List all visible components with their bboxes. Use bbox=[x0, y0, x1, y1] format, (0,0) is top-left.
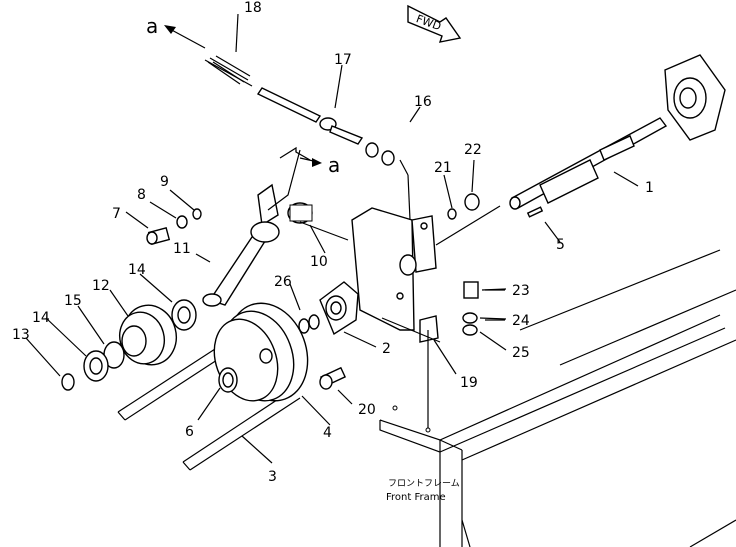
fwd-arrow: FWD bbox=[407, 4, 462, 43]
label-part-7: 7 bbox=[112, 206, 121, 222]
dash-markers bbox=[485, 289, 505, 321]
bearing-6 bbox=[218, 367, 238, 393]
arrow-a-top: a bbox=[146, 14, 206, 49]
nuts-16 bbox=[365, 142, 395, 166]
frame-caption: フロントフレーム Front Frame bbox=[386, 405, 460, 503]
washer-25 bbox=[462, 324, 478, 336]
pulley bbox=[213, 302, 309, 402]
nut-22 bbox=[464, 193, 480, 211]
frame-caption-jp: フロントフレーム bbox=[388, 478, 460, 489]
idler-pulley bbox=[119, 304, 177, 366]
bracket-19 bbox=[351, 207, 439, 343]
label-part-1: 1 bbox=[645, 180, 654, 196]
arrow-a-mid: a bbox=[267, 146, 340, 211]
rod-17 bbox=[256, 87, 364, 145]
bolt-7 bbox=[146, 227, 171, 245]
bearing-14-right bbox=[171, 299, 197, 331]
label-part-12: 12 bbox=[92, 278, 110, 294]
label-part-18: 18 bbox=[244, 0, 262, 16]
label-part-16: 16 bbox=[414, 94, 432, 110]
label-part-10: 10 bbox=[310, 254, 328, 270]
washer-8 bbox=[176, 215, 188, 229]
label-part-8: 8 bbox=[137, 187, 146, 203]
spring-18 bbox=[204, 55, 253, 87]
washer-24 bbox=[462, 312, 478, 324]
snap-ring-13 bbox=[61, 373, 75, 391]
label-part-22: 22 bbox=[464, 142, 482, 158]
leader-lines bbox=[25, 13, 639, 464]
label-part-19: 19 bbox=[460, 375, 478, 391]
washers-26 bbox=[298, 314, 320, 334]
label-part-3: 3 bbox=[268, 469, 277, 485]
label-part-24: 24 bbox=[512, 313, 530, 329]
label-part-9: 9 bbox=[160, 174, 169, 190]
bolt-23 bbox=[463, 281, 479, 299]
washer-9 bbox=[192, 208, 202, 220]
label-part-23: 23 bbox=[512, 283, 530, 299]
washer-21 bbox=[447, 208, 457, 220]
label-part-14-left: 14 bbox=[32, 310, 50, 326]
label-part-4: 4 bbox=[323, 425, 332, 441]
bushing-10 bbox=[287, 202, 313, 224]
label-part-25: 25 bbox=[512, 345, 530, 361]
label-a-top: a bbox=[146, 14, 158, 38]
bearing-14-left bbox=[83, 350, 109, 382]
label-part-13: 13 bbox=[12, 327, 30, 343]
label-part-17: 17 bbox=[334, 52, 352, 68]
label-part-21: 21 bbox=[434, 160, 452, 176]
label-part-15: 15 bbox=[64, 293, 82, 309]
label-part-20: 20 bbox=[358, 402, 376, 418]
label-part-26: 26 bbox=[274, 274, 292, 290]
bearing-housing-2 bbox=[319, 281, 359, 336]
label-part-6: 6 bbox=[185, 424, 194, 440]
bolt-20 bbox=[319, 366, 347, 390]
label-a-mid: a bbox=[328, 153, 340, 177]
part-number-labels: 1 2 3 4 5 6 7 8 9 10 11 12 13 14 14 15 1… bbox=[12, 0, 654, 485]
label-part-5: 5 bbox=[556, 237, 565, 253]
label-part-14-right: 14 bbox=[128, 262, 146, 278]
tension-arm bbox=[202, 183, 280, 307]
label-part-11: 11 bbox=[173, 241, 191, 257]
label-part-2: 2 bbox=[382, 341, 391, 357]
flange-housing bbox=[664, 54, 726, 141]
frame-caption-en: Front Frame bbox=[386, 492, 446, 503]
front-frame bbox=[379, 249, 736, 547]
key-5 bbox=[526, 206, 544, 218]
shaft-1 bbox=[509, 117, 668, 210]
